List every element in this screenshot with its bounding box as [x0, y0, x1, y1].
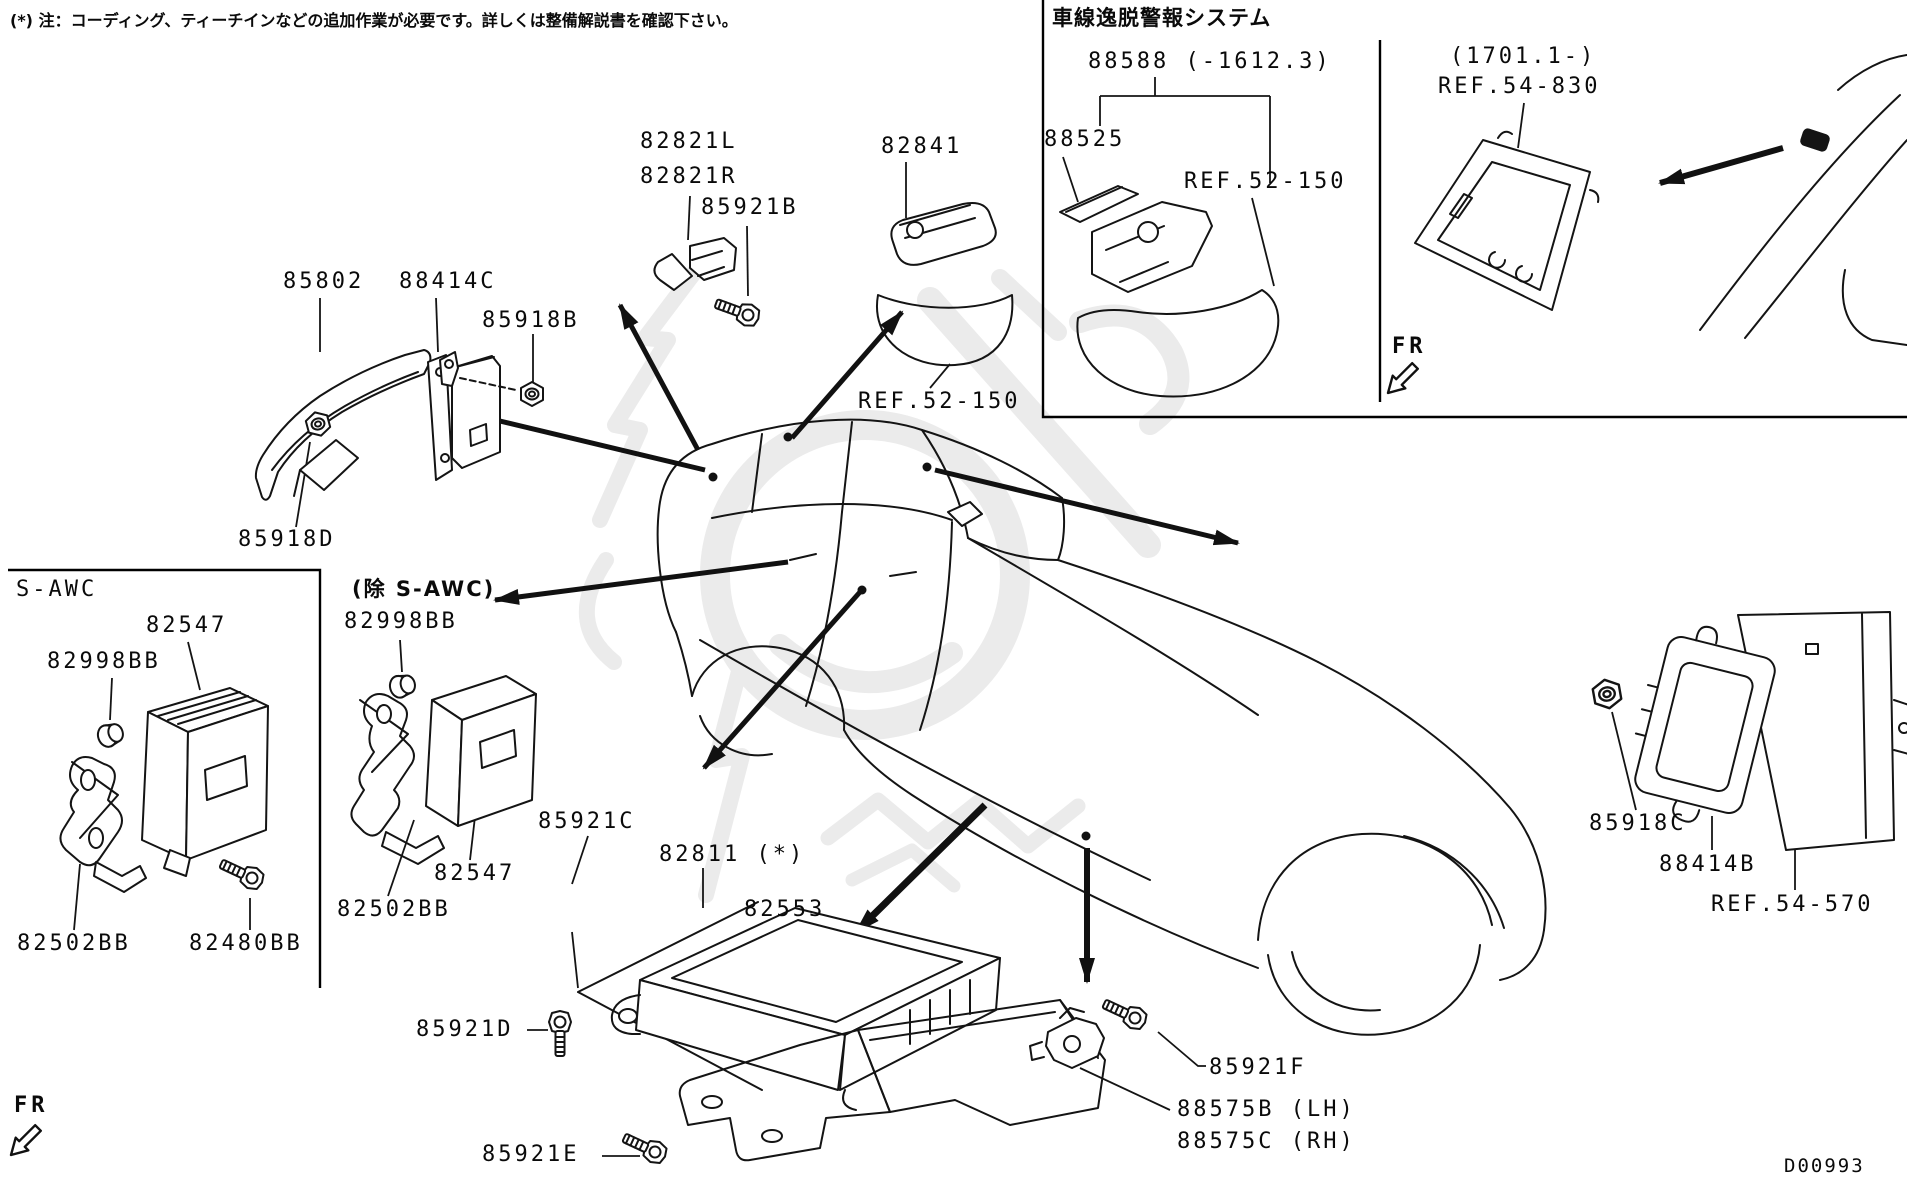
part-label-85921C: 85921C — [538, 809, 636, 834]
fr-direction-arrow-icon — [1386, 362, 1420, 395]
car-front-partial-drawing — [1699, 54, 1907, 346]
part-drawing-except-sawc-unit — [350, 671, 537, 865]
car-drawing — [656, 418, 1547, 1036]
part-drawing-82821 — [653, 237, 764, 331]
part-label-82502BB-except: 82502BB — [337, 897, 451, 922]
part-label-85921B: 85921B — [701, 195, 799, 220]
lane-departure-box-title: 車線逸脱警報システム — [1052, 6, 1272, 30]
part-drawings — [59, 130, 1907, 1168]
part-drawing-ref54-830-bracket — [1414, 130, 1600, 311]
part-label-82821L: 82821L — [640, 129, 738, 154]
part-label-82553: 82553 — [744, 897, 826, 922]
part-label-82821R: 82821R — [640, 164, 738, 189]
fr-indicator-top: FR — [1392, 334, 1427, 359]
fr-indicator-bottom: FR — [14, 1093, 49, 1118]
lane-departure-box-border — [1041, 0, 1907, 419]
part-label-88575C: 88575C (RH) — [1177, 1129, 1356, 1154]
part-label-85921F: 85921F — [1209, 1055, 1307, 1080]
part-label-82998BB-except: 82998BB — [344, 609, 458, 634]
sawc-box-title: S-AWC — [16, 577, 98, 602]
part-label-85918B: 85918B — [482, 308, 580, 333]
part-drawing-88575-sensor — [1029, 992, 1151, 1069]
part-drawing-sawc-unit — [59, 687, 269, 894]
part-label-88588: 88588 (-1612.3) — [1088, 49, 1332, 74]
part-label-85918C: 85918C — [1589, 811, 1687, 836]
part-label-1701-1: (1701.1-) — [1450, 44, 1597, 69]
pointer-arrows — [460, 145, 1784, 984]
part-label-82502BB-sawc: 82502BB — [17, 931, 131, 956]
part-label-85921D: 85921D — [416, 1017, 514, 1042]
footnote-text: (*) 注：コーディング、ティーチインなどの追加作業が必要です。詳しくは整備解説… — [10, 11, 738, 30]
part-label-82998BB-sawc: 82998BB — [47, 649, 161, 674]
part-label-85802: 85802 — [283, 269, 365, 294]
diagram-code: D00993 — [1784, 1155, 1865, 1177]
sawc-box-border — [8, 568, 322, 988]
part-label-85918D: 85918D — [238, 527, 336, 552]
background-watermark — [578, 257, 1190, 903]
part-label-82811: 82811 (*) — [659, 842, 806, 867]
part-drawing-88414C — [303, 351, 544, 481]
part-label-88414B: 88414B — [1659, 852, 1757, 877]
part-drawing-82841 — [875, 202, 1014, 367]
section-frames — [8, 0, 1907, 988]
part-label-ref54-830: REF.54-830 — [1438, 74, 1601, 99]
part-label-ref54-570: REF.54-570 — [1711, 892, 1874, 917]
part-label-ref52-150-camera: REF.52-150 — [1184, 169, 1347, 194]
part-label-88575B: 88575B (LH) — [1177, 1097, 1356, 1122]
part-label-82547-sawc: 82547 — [146, 613, 228, 638]
part-label-ref52-150-horn: REF.52-150 — [858, 389, 1021, 414]
fr-direction-arrow-icon — [9, 1123, 42, 1157]
part-drawing-85918C-88414B — [1590, 611, 1907, 851]
part-label-88414C: 88414C — [399, 269, 497, 294]
except-sawc-title: (除 S-AWC) — [352, 577, 496, 601]
part-label-82480BB: 82480BB — [189, 931, 303, 956]
part-label-88525: 88525 — [1044, 127, 1126, 152]
part-label-82547-except: 82547 — [434, 861, 516, 886]
part-label-85921E: 85921E — [482, 1142, 580, 1167]
part-drawing-lane-camera — [1059, 185, 1280, 398]
part-label-82841: 82841 — [881, 134, 963, 159]
part-drawing-srs-module — [548, 901, 1106, 1168]
part-drawing-85802 — [254, 349, 432, 501]
